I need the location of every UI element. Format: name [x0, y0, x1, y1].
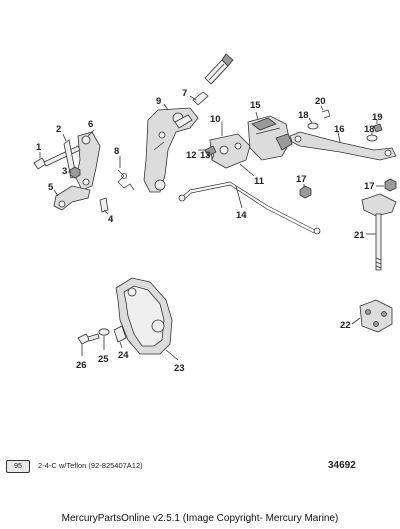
- callout-7: 7: [182, 88, 187, 99]
- callout-26: 26: [76, 360, 87, 371]
- bushing-part: [113, 325, 127, 343]
- diagram-reference-number: 34692: [328, 460, 356, 471]
- link-lever-part: [53, 185, 91, 211]
- throttle-lever-part: [75, 131, 101, 191]
- washer-part: [307, 122, 319, 130]
- callout-23: 23: [174, 363, 185, 374]
- callout-1: 1: [36, 142, 42, 153]
- callout-18b: 18: [364, 124, 375, 135]
- callout-20: 20: [315, 96, 326, 107]
- callout-22: 22: [340, 320, 351, 331]
- callout-17: 17: [296, 174, 307, 185]
- shift-arm-part: [289, 131, 397, 161]
- shift-shaft-part: [361, 193, 397, 271]
- callout-19: 19: [372, 112, 383, 123]
- callout-18: 18: [298, 110, 309, 121]
- screw-part: [77, 333, 100, 345]
- callout-24: 24: [118, 350, 129, 361]
- callout-6: 6: [88, 119, 93, 130]
- callout-21: 21: [354, 230, 365, 241]
- linkage-block-part: [204, 133, 251, 169]
- callout-2: 2: [56, 124, 61, 135]
- callout-11: 11: [254, 176, 265, 187]
- legend: 95 2-4-C w/Teflon (92-825407A12): [6, 460, 206, 474]
- callout-15: 15: [250, 100, 261, 111]
- callout-16: 16: [334, 124, 345, 135]
- link-rod-part: [178, 181, 321, 235]
- spring-part: [117, 169, 135, 191]
- callout-4: 4: [108, 214, 114, 225]
- switch-assembly-part: [247, 115, 293, 161]
- pin-part: [192, 91, 209, 106]
- washer-part: [366, 134, 378, 142]
- nut-part: [299, 185, 312, 199]
- shift-bracket-part: [143, 107, 199, 193]
- mounting-bracket-part: [115, 277, 173, 355]
- callout-3: 3: [62, 166, 67, 177]
- neutral-switch-part: [359, 299, 393, 333]
- bushing-part: [99, 197, 109, 213]
- nut-part: [384, 178, 397, 192]
- lubricant-badge-icon: 95: [6, 460, 30, 473]
- callout-14: 14: [236, 210, 247, 221]
- retainer-part: [373, 123, 383, 133]
- legend-text: 2-4-C w/Teflon (92-825407A12): [38, 461, 143, 470]
- callout-10: 10: [210, 114, 221, 125]
- callout-8: 8: [114, 146, 119, 157]
- washer-part: [98, 328, 110, 336]
- callout-17b: 17: [364, 181, 375, 192]
- callout-5: 5: [48, 182, 54, 193]
- leader-lines: [39, 95, 384, 361]
- callout-labels: 1 2 3 4 5 6 7 8 9 10 11 12 13 14 15 16 1…: [36, 88, 383, 374]
- callout-12: 12: [186, 150, 197, 161]
- lubricant-tube-icon: [204, 53, 234, 85]
- callout-13: 13: [200, 150, 211, 161]
- copyright-footer: MercuryPartsOnline v2.5.1 (Image Copyrig…: [61, 513, 339, 524]
- bolt-part: [174, 114, 193, 129]
- callout-9: 9: [156, 96, 161, 107]
- clip-part: [321, 109, 331, 119]
- callout-25: 25: [98, 354, 109, 365]
- nut-part: [69, 166, 81, 179]
